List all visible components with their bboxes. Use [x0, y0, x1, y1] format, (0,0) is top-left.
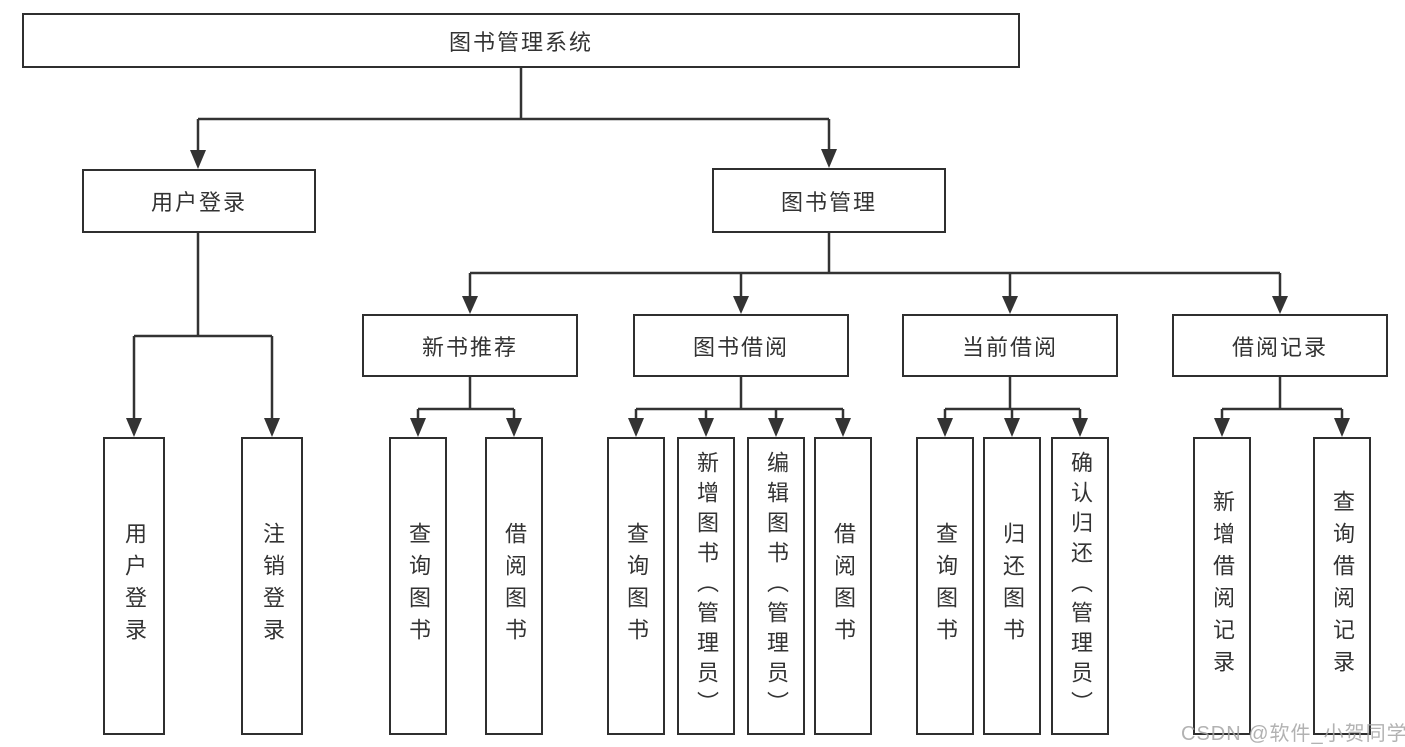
leaf-return-book: 归还图书	[983, 437, 1041, 735]
leaf-add-borrow-record: 新增借阅记录	[1193, 437, 1251, 735]
node-current-borrow: 当前借阅	[902, 314, 1118, 377]
leaf-logout: 注销登录	[241, 437, 303, 735]
leaf-confirm-return-admin: 确认归还（管理员）	[1051, 437, 1109, 735]
node-user-login: 用户登录	[82, 169, 316, 233]
leaf-edit-book-admin: 编辑图书（管理员）	[747, 437, 805, 735]
leaf-query-borrow-record: 查询借阅记录	[1313, 437, 1371, 735]
csdn-watermark: CSDN @软件_小贺同学	[1181, 723, 1405, 745]
node-borrow-records: 借阅记录	[1172, 314, 1388, 377]
leaf-query-book-borrow: 查询图书	[607, 437, 665, 735]
node-root: 图书管理系统	[22, 13, 1020, 68]
node-book-management: 图书管理	[712, 168, 946, 233]
node-new-book-recommend: 新书推荐	[362, 314, 578, 377]
leaf-add-book-admin: 新增图书（管理员）	[677, 437, 735, 735]
leaf-borrow-book-recommend: 借阅图书	[485, 437, 543, 735]
leaf-user-login: 用户登录	[103, 437, 165, 735]
node-book-borrow: 图书借阅	[633, 314, 849, 377]
leaf-query-book-current: 查询图书	[916, 437, 974, 735]
leaf-query-book-recommend: 查询图书	[389, 437, 447, 735]
leaf-borrow-book-borrow: 借阅图书	[814, 437, 872, 735]
